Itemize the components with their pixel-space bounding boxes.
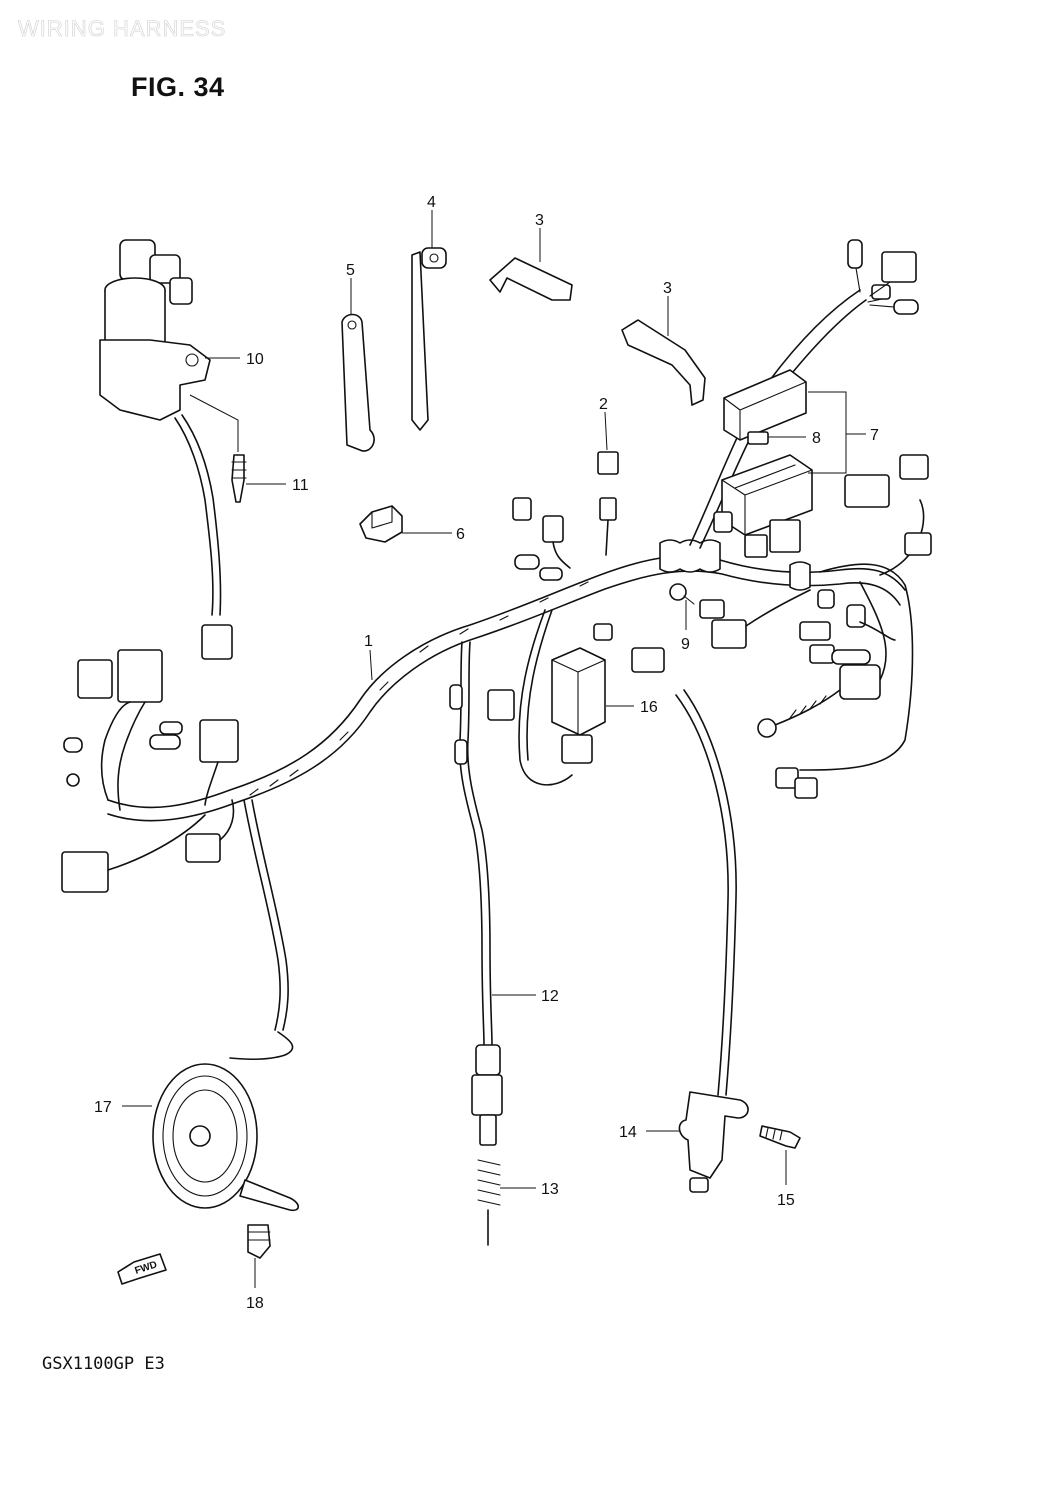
main-wiring-harness [107, 239, 932, 822]
callout-8: 8 [812, 430, 821, 447]
callout-12: 12 [541, 988, 559, 1005]
callout-2: 2 [599, 396, 608, 413]
callout-15: 15 [777, 1192, 795, 1209]
horn [152, 799, 300, 1259]
callouts: 1 2 3 3 4 5 6 7 8 9 10 11 12 [94, 194, 879, 1312]
model-code: GSX1100GP E3 [42, 1354, 165, 1374]
ignition-switch [99, 239, 247, 660]
callout-3-left: 3 [535, 212, 544, 229]
callout-5: 5 [346, 262, 355, 279]
fuse-box-assembly [713, 369, 813, 558]
cable-clamp [359, 505, 403, 543]
callout-7: 7 [870, 427, 879, 444]
figure-title: FIG. 34 [131, 72, 225, 102]
callout-10: 10 [246, 351, 264, 368]
callout-13: 13 [541, 1181, 559, 1198]
callout-14: 14 [619, 1124, 637, 1141]
callout-9: 9 [681, 636, 690, 653]
callout-18: 18 [246, 1295, 264, 1312]
callout-4: 4 [427, 194, 436, 211]
callout-16: 16 [640, 699, 658, 716]
callout-17: 17 [94, 1099, 112, 1116]
callout-6: 6 [456, 526, 465, 543]
relay-16 [518, 609, 606, 786]
harness-clamps [341, 247, 706, 452]
oil-pressure-lead [449, 641, 515, 1246]
callout-1: 1 [364, 633, 373, 650]
left-connector-cluster [61, 649, 239, 893]
forward-arrow-icon: FWD [117, 1253, 167, 1285]
side-stand-switch [631, 647, 801, 1193]
callout-11: 11 [292, 477, 309, 494]
callout-3-right: 3 [663, 280, 672, 297]
screw-9 [669, 583, 695, 605]
relay-and-connectors [512, 451, 619, 641]
watermark-text: WIRING HARNESS [18, 16, 227, 42]
